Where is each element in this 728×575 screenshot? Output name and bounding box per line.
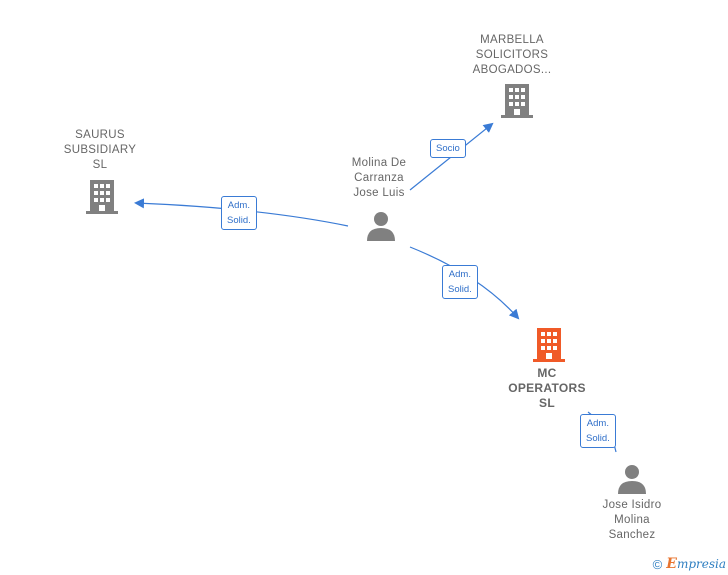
saurus-line-2: SUBSIDIARY (63, 144, 137, 156)
edge-tag-adm-jose[interactable]: Adm. Solid. (580, 414, 616, 448)
marbella-line-3: ABOGADOS... (472, 64, 552, 76)
node-label-jose[interactable]: Jose Isidro Molina Sanchez (582, 498, 682, 543)
person-icon[interactable] (617, 464, 647, 494)
mc-line-3: SL (539, 396, 555, 410)
adm-saurus-line-1: Adm. (227, 200, 250, 211)
node-label-marbella[interactable]: MARBELLA SOLICITORS ABOGADOS... (460, 33, 564, 78)
building-icon[interactable] (533, 328, 565, 362)
brand-first-letter: E (666, 556, 677, 572)
jose-line-1: Jose Isidro (602, 499, 662, 511)
person-icon[interactable] (366, 211, 396, 241)
edge-tag-adm-mc[interactable]: Adm. Solid. (442, 265, 478, 299)
node-label-mc-operators[interactable]: MC OPERATORS SL (497, 366, 597, 411)
saurus-line-3: SL (92, 159, 108, 171)
adm-jose-line-1: Adm. (586, 418, 609, 429)
jose-line-3: Sanchez (608, 529, 656, 541)
jose-line-2: Molina (614, 514, 650, 526)
node-label-molina[interactable]: Molina De Carranza Jose Luis (330, 156, 428, 201)
edge-tag-adm-saurus[interactable]: Adm. Solid. (221, 196, 257, 230)
building-icon[interactable] (86, 180, 118, 214)
molina-line-3: Jose Luis (353, 187, 405, 199)
adm-mc-line-1: Adm. (448, 269, 471, 280)
building-icon[interactable] (501, 84, 533, 118)
adm-mc-line-2: Solid. (448, 284, 472, 295)
brand-logo[interactable]: Empresia (666, 556, 726, 572)
molina-line-1: Molina De (351, 157, 407, 169)
mc-line-2: OPERATORS (508, 381, 586, 395)
molina-line-2: Carranza (354, 172, 404, 184)
adm-jose-line-2: Solid. (586, 433, 610, 444)
footer-brand: © Empresia (653, 556, 726, 572)
brand-rest: mpresia (676, 557, 726, 571)
socio-label: Socio (436, 143, 460, 154)
marbella-line-2: SOLICITORS (475, 49, 549, 61)
node-label-saurus[interactable]: SAURUS SUBSIDIARY SL (50, 128, 150, 173)
marbella-line-1: MARBELLA (480, 34, 544, 46)
edge-tag-socio[interactable]: Socio (430, 139, 466, 158)
saurus-line-1: SAURUS (75, 129, 125, 141)
adm-saurus-line-2: Solid. (227, 215, 251, 226)
copyright-icon: © (652, 556, 663, 572)
mc-line-1: MC (537, 366, 557, 380)
